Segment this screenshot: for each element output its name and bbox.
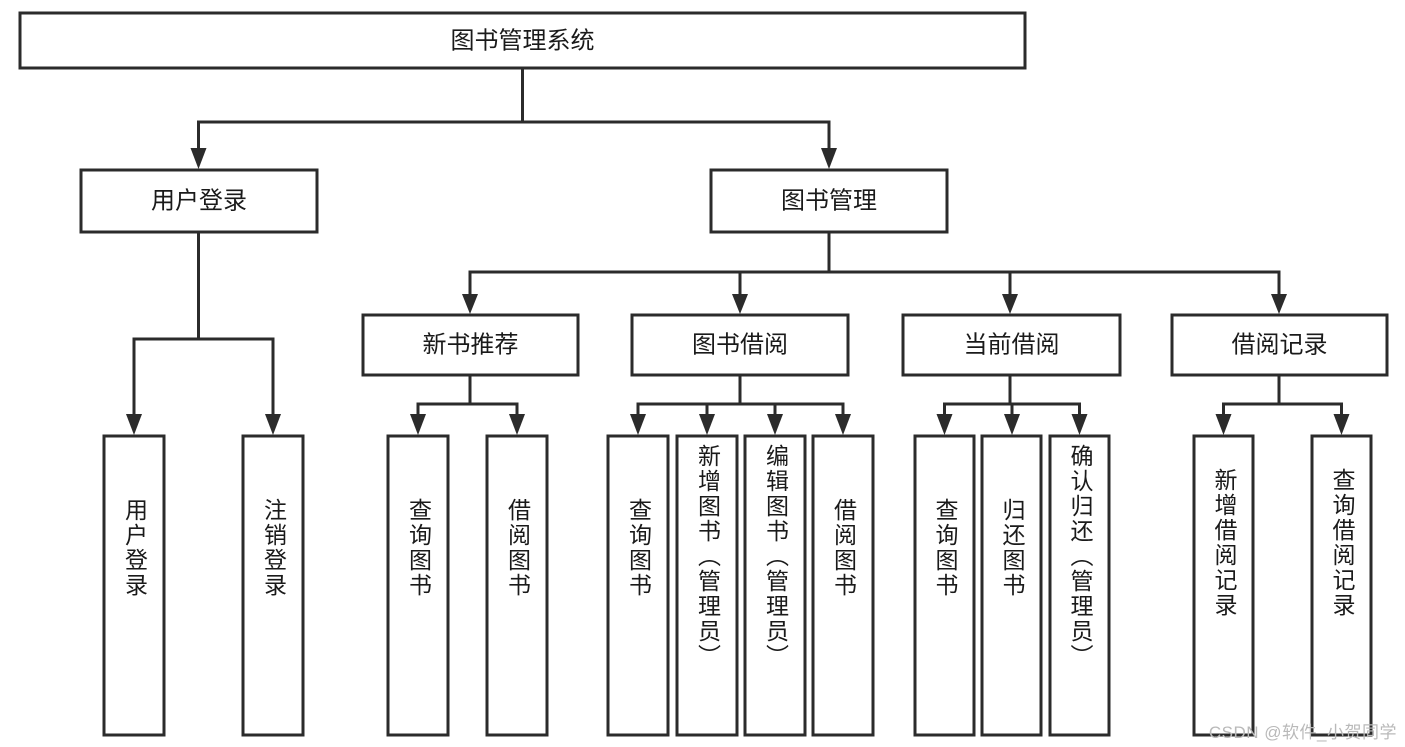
arrowhead-leaf-borrow-book	[835, 414, 851, 435]
arrowhead-current-borrow	[1002, 294, 1018, 314]
arrowhead-book-management	[821, 148, 837, 169]
leaf-query-borrow-record-box[interactable]	[1310, 434, 1373, 737]
connector-group-book-management	[462, 230, 1287, 314]
arrowhead-leaf-add-book-admin	[699, 414, 715, 435]
arrowhead-leaf-query-book-recommend	[410, 414, 426, 435]
connector-group-root	[190, 66, 837, 169]
leaf-borrow-book-recommend-box[interactable]	[485, 434, 549, 737]
node-book-borrow-box[interactable]	[630, 313, 850, 377]
node-current-borrow-label: 当前借阅	[964, 331, 1060, 358]
node-user-login-box[interactable]	[79, 168, 319, 234]
arrowhead-leaf-query-book-current	[936, 414, 953, 435]
connector-group-current-borrow	[936, 373, 1088, 435]
leaf-logout-login-box[interactable]	[241, 434, 305, 737]
arrowhead-leaf-borrow-book-recommend	[509, 414, 525, 435]
node-book-management-box[interactable]	[709, 168, 949, 234]
watermark-text: CSDN @软件_小贺同学	[1208, 723, 1397, 742]
leaf-boxes	[102, 434, 1373, 737]
leaf-add-borrow-record-box[interactable]	[1192, 434, 1255, 737]
node-root[interactable]: 图书管理系统	[18, 11, 1027, 70]
leaf-borrow-book-box[interactable]	[811, 434, 875, 737]
node-borrow-record[interactable]: 借阅记录	[1170, 313, 1389, 377]
node-root-box[interactable]	[18, 11, 1027, 70]
arrowhead-leaf-query-borrow-record	[1333, 414, 1350, 435]
arrowhead-book-borrow	[732, 294, 748, 314]
arrowhead-leaf-logout-login	[265, 414, 281, 435]
arrowhead-leaf-query-book-borrow	[630, 414, 646, 435]
node-user-login[interactable]: 用户登录	[79, 168, 319, 234]
arrowhead-leaf-confirm-return-admin	[1071, 414, 1088, 435]
node-book-management[interactable]: 图书管理	[709, 168, 949, 234]
node-new-book-recommend[interactable]: 新书推荐	[361, 313, 580, 377]
leaf-add-book-admin-box[interactable]	[675, 434, 739, 737]
node-borrow-record-box[interactable]	[1170, 313, 1389, 377]
arrowhead-leaf-edit-book-admin	[767, 414, 783, 435]
node-borrow-record-label: 借阅记录	[1232, 331, 1328, 358]
leaf-query-book-recommend-box[interactable]	[386, 434, 450, 737]
connector-group-user-login	[126, 230, 281, 435]
leaf-return-book-box[interactable]	[980, 434, 1043, 737]
arrowhead-user-login	[190, 148, 207, 169]
leaf-confirm-return-admin-box[interactable]	[1048, 434, 1111, 737]
node-current-borrow[interactable]: 当前借阅	[901, 313, 1122, 377]
node-new-book-recommend-label: 新书推荐	[423, 331, 519, 358]
arrowhead-leaf-return-book	[1004, 414, 1020, 435]
node-book-borrow[interactable]: 图书借阅	[630, 313, 850, 377]
arrowhead-borrow-record	[1271, 294, 1287, 314]
connector-group-book-borrow	[630, 373, 851, 435]
arrowhead-new-book-recommend	[462, 294, 478, 314]
arrowhead-leaf-add-borrow-record	[1215, 414, 1232, 435]
leaf-user-login-box[interactable]	[102, 434, 166, 737]
connector-group-borrow-record	[1215, 373, 1350, 435]
node-user-login-label: 用户登录	[151, 187, 247, 214]
leaf-query-book-borrow-box[interactable]	[606, 434, 670, 737]
node-current-borrow-box[interactable]	[901, 313, 1122, 377]
node-new-book-recommend-box[interactable]	[361, 313, 580, 377]
connector-group-new-book-recommend	[410, 373, 525, 435]
leaf-edit-book-admin-box[interactable]	[743, 434, 807, 737]
node-book-management-label: 图书管理	[781, 187, 877, 214]
leaf-query-book-current-box[interactable]	[913, 434, 976, 737]
node-book-borrow-label: 图书借阅	[692, 331, 788, 358]
arrowhead-leaf-user-login	[126, 414, 142, 435]
node-root-label: 图书管理系统	[451, 27, 595, 54]
